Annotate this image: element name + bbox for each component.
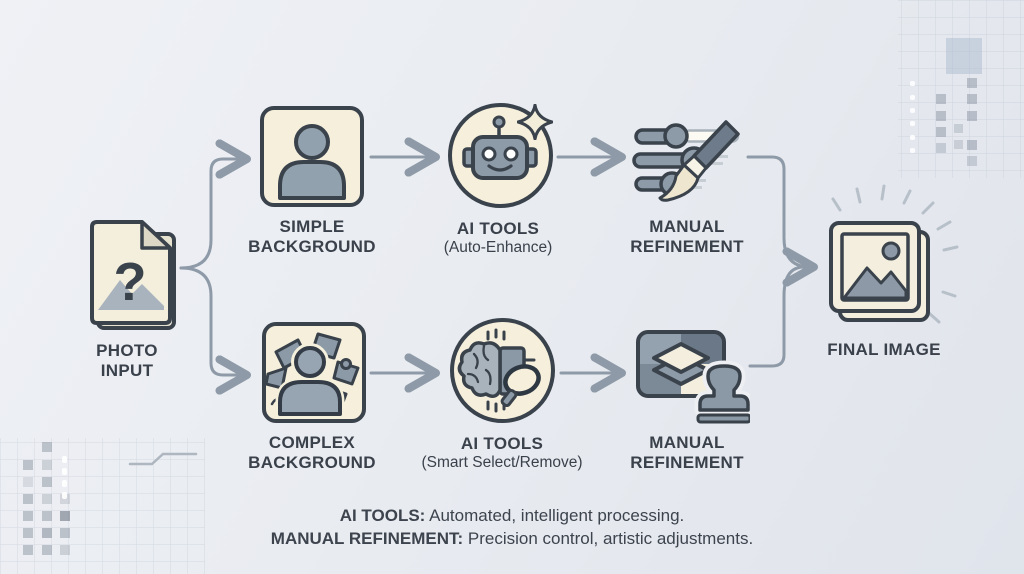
pixel-grid-bottom-left (0, 438, 205, 574)
final-photo-icon (840, 232, 910, 302)
photo-input-node: ? (80, 216, 180, 332)
circuit-trace (128, 452, 198, 466)
flow-connectors (179, 157, 810, 375)
manual-refinement-bottom-label: MANUAL REFINEMENT (630, 433, 744, 473)
manual-refinement-top-node (632, 118, 742, 210)
person-icon (278, 124, 346, 200)
photo-frame-front (829, 221, 921, 313)
sunburst-rays (831, 184, 959, 324)
ai-tools-top-label: AI TOOLS (Auto-Enhance) (443, 219, 553, 257)
sparkle-icon (516, 103, 554, 145)
ai-tools-bottom-node (450, 318, 555, 423)
lasso-icon (500, 364, 541, 408)
scattered-shapes-icon (266, 332, 360, 419)
complex-background-node (262, 322, 366, 423)
legend: AI TOOLS: Automated, intelligent process… (0, 504, 1024, 551)
ai-tools-bottom-label: AI TOOLS (Smart Select/Remove) (421, 434, 583, 472)
simple-background-label: SIMPLE BACKGROUND (248, 217, 376, 257)
legend-line-ai-tools: AI TOOLS: Automated, intelligent process… (339, 506, 685, 525)
photo-question-icon: ? (90, 220, 176, 330)
manual-refinement-bottom-node (636, 330, 754, 426)
paintbrush-icon (658, 120, 740, 202)
manual-refinement-top-label: MANUAL REFINEMENT (630, 217, 744, 257)
legend-line-manual-refinement: MANUAL REFINEMENT: Precision control, ar… (270, 529, 754, 549)
layers-icon (636, 330, 754, 424)
stamp-icon (694, 360, 754, 424)
photo-input-label: PHOTO INPUT (96, 341, 158, 381)
complex-background-label: COMPLEX BACKGROUND (248, 433, 376, 473)
svg-text:?: ? (114, 252, 147, 312)
pixel-grid-top-right (898, 0, 1024, 178)
simple-background-node (260, 106, 364, 207)
person-icon (275, 343, 345, 419)
sliders-icon (632, 120, 740, 202)
brain-chip-icon (457, 328, 541, 413)
final-image-label: FINAL IMAGE (827, 340, 941, 359)
robot-icon (462, 115, 538, 180)
final-image-node (829, 221, 931, 323)
